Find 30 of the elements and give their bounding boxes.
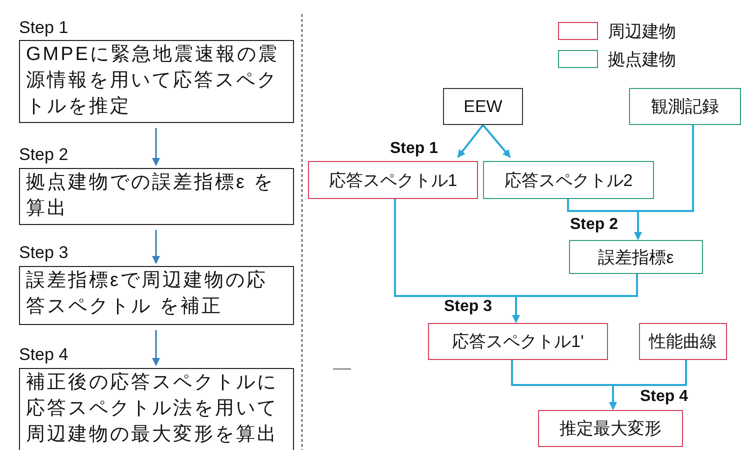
process-box: 応答スペクトル1	[308, 161, 478, 199]
process-box: GMPEに緊急地震速報の震源情報を用いて応答スペクトルを推定	[19, 40, 294, 123]
step-heading: Step 1	[19, 18, 68, 38]
step-label: Step 1	[390, 140, 438, 158]
step-heading: Step 4	[19, 345, 68, 365]
step-heading: Step 3	[19, 243, 68, 263]
process-box: 応答スペクトル2	[483, 161, 654, 199]
process-box: 誤差指標ε	[569, 240, 703, 274]
step-label: Step 4	[640, 388, 688, 406]
process-box: 推定最大変形	[538, 410, 683, 447]
arrow	[512, 274, 638, 323]
arrow	[152, 330, 160, 366]
process-box: 観測記録	[629, 88, 741, 125]
process-box: EEW	[443, 88, 523, 125]
legend-label: 拠点建物	[608, 49, 676, 71]
arrow	[457, 124, 484, 158]
process-box: 拠点建物での誤差指標ε を算出	[19, 168, 294, 225]
process-box: 性能曲線	[639, 323, 727, 360]
step-label: Step 2	[570, 216, 618, 234]
arrow	[152, 230, 160, 264]
step-heading: Step 2	[19, 145, 68, 165]
arrow	[482, 124, 511, 158]
step-label: Step 3	[444, 298, 492, 316]
process-box: 補正後の応答スペクトルに応答スペクトル法を用いて周辺建物の最大変形を算出	[19, 368, 294, 450]
legend-label: 周辺建物	[608, 21, 676, 43]
process-box: 応答スペクトル1'	[428, 323, 608, 360]
arrow	[152, 128, 160, 166]
process-box: 誤差指標εで周辺建物の応答スペクトル を補正	[19, 266, 294, 325]
arrow	[634, 125, 694, 240]
arrow	[609, 360, 687, 410]
